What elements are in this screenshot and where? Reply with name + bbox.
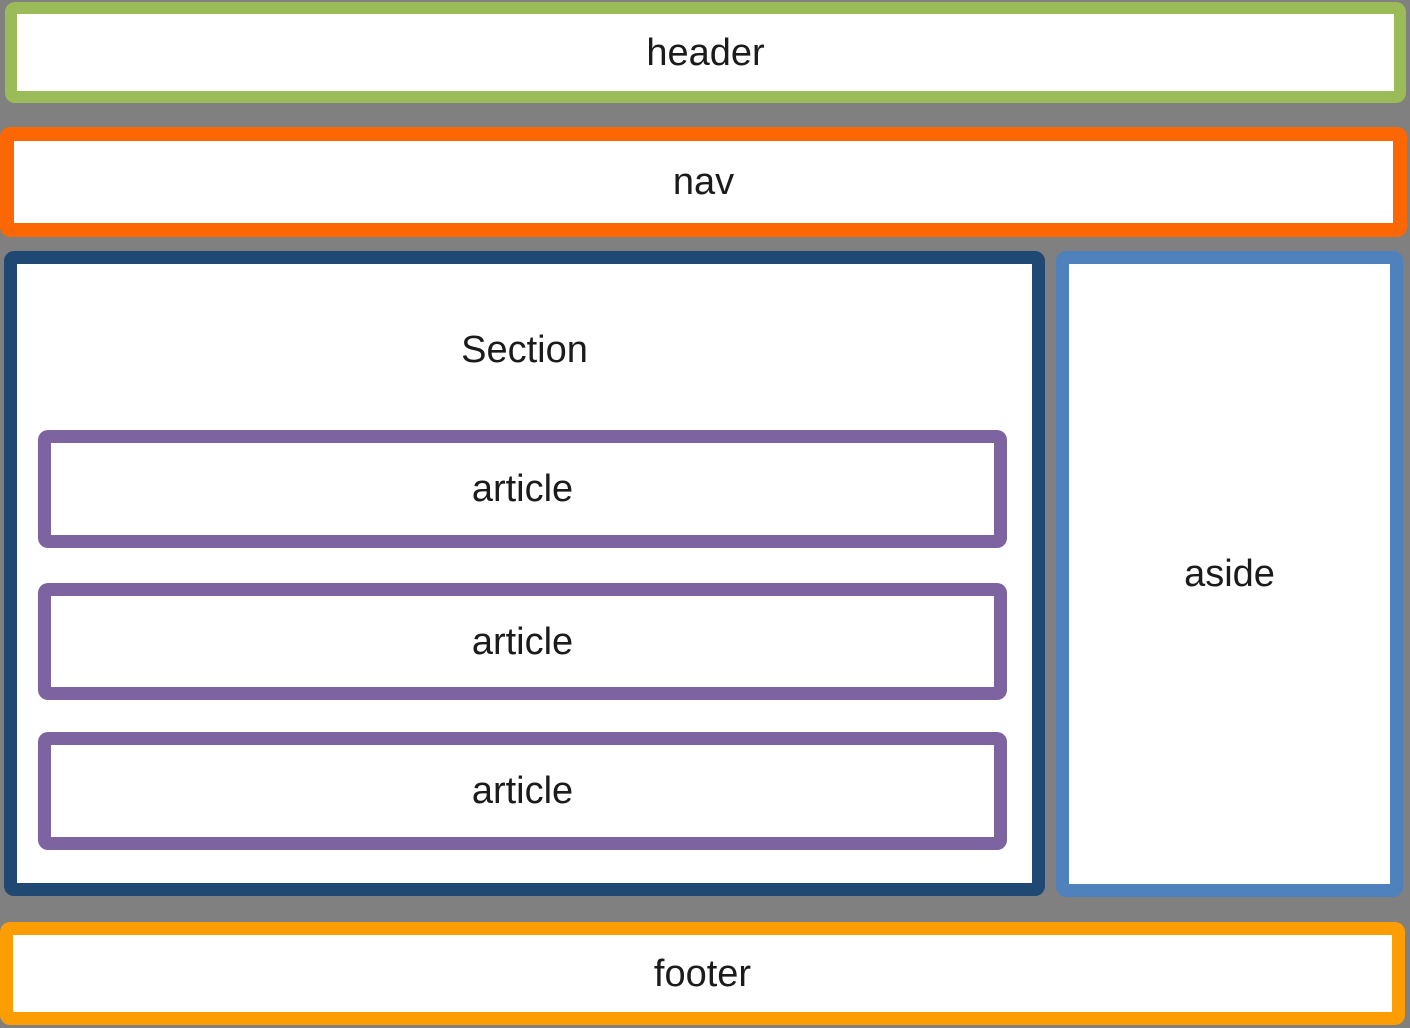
header-box: header — [5, 2, 1406, 103]
article-label-1: article — [471, 468, 574, 510]
article-box-3: article — [38, 732, 1007, 850]
nav-label: nav — [672, 161, 735, 203]
nav-box: nav — [0, 127, 1407, 237]
header-label: header — [646, 31, 765, 74]
aside-box: aside — [1056, 251, 1403, 897]
footer-label: footer — [653, 952, 752, 995]
footer-box: footer — [0, 922, 1405, 1025]
article-label-3: article — [471, 770, 574, 812]
article-label-2: article — [471, 620, 574, 663]
aside-label: aside — [1184, 553, 1275, 595]
section-label: Section — [461, 329, 588, 371]
article-box-1: article — [38, 430, 1007, 548]
article-box-2: article — [38, 583, 1007, 700]
section-box: Section article article article — [4, 251, 1045, 896]
